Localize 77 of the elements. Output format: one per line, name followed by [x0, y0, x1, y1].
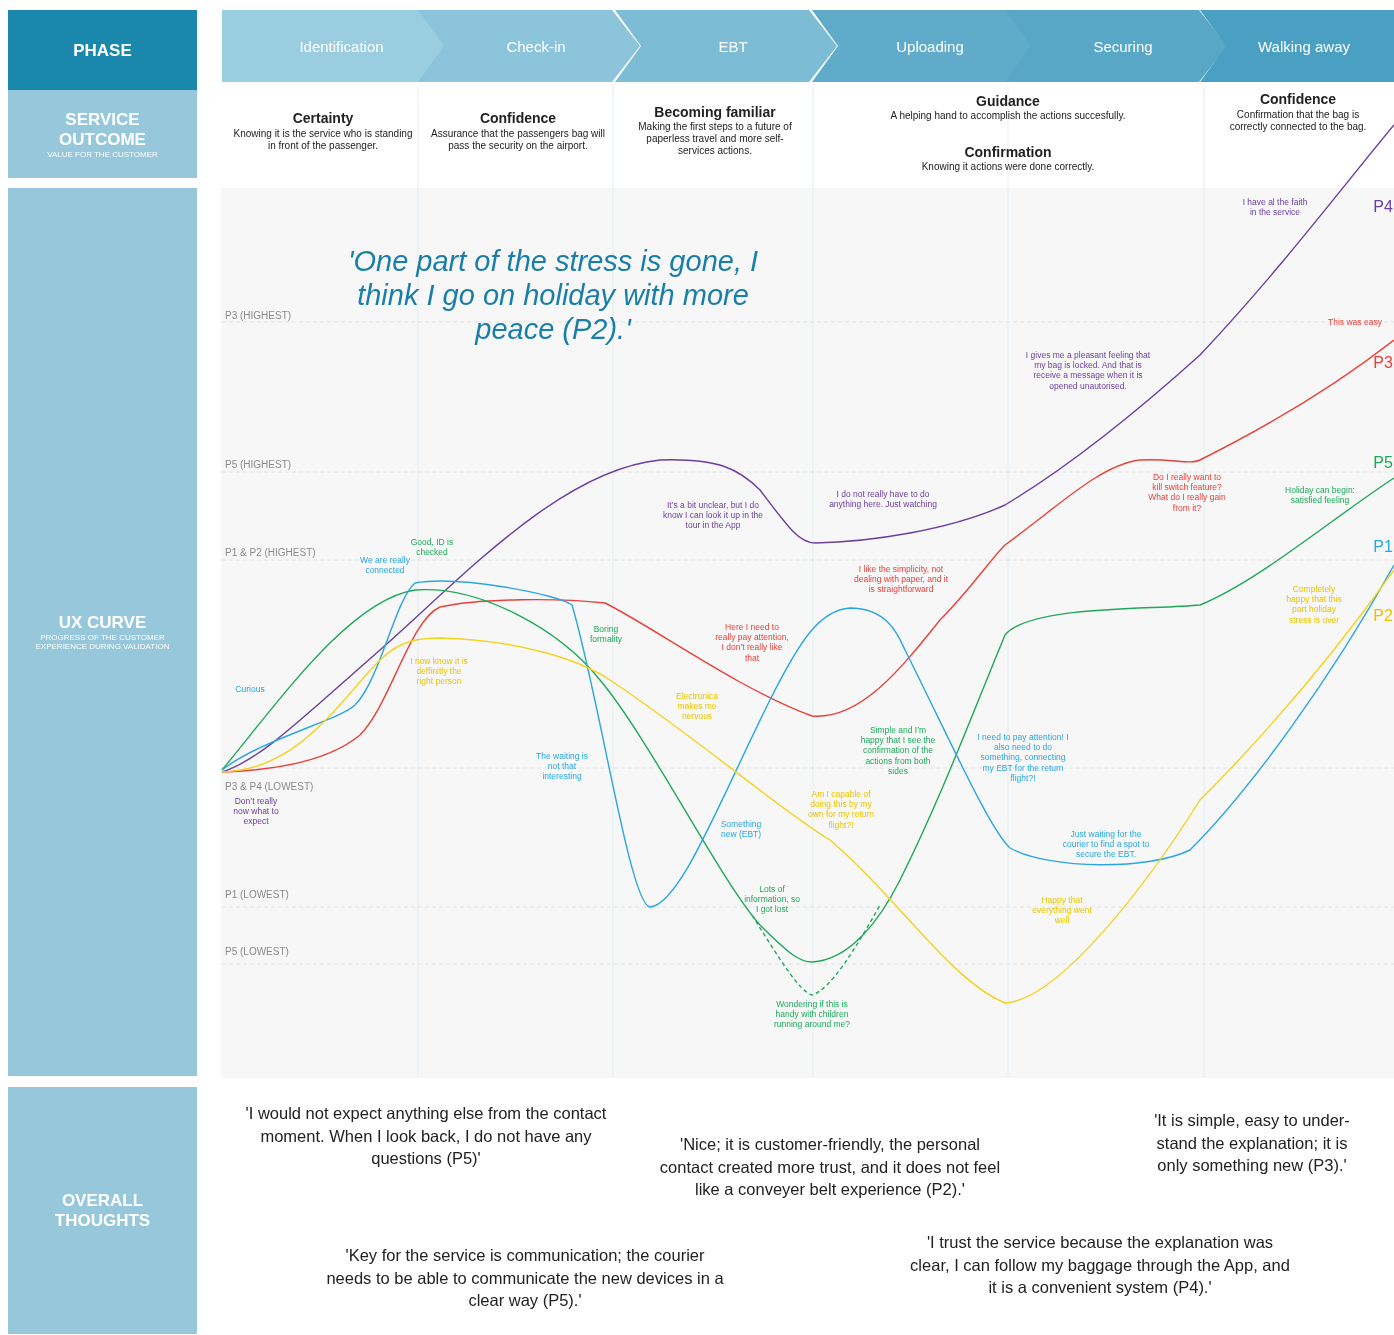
curve-annotation: Simple and I’m happy that I see the confirmation of the actions from both sides [860, 725, 936, 776]
grid-level-label: P5 (HIGHEST) [225, 459, 293, 471]
phase-label: Check-in [505, 37, 566, 55]
series-label: P5 [1372, 453, 1394, 473]
outcome-title: Becoming familiar [653, 104, 777, 121]
header-label: UX CURVE [58, 613, 147, 633]
phase-band [222, 10, 447, 82]
quote-text: 'I trust the service because the explanation was clear, I can follow my baggage through the App, and it is a convenient system (P4).' [910, 1232, 1290, 1299]
phase-band [812, 10, 1034, 82]
curve-annotation: Completely happy that this part holiday stress is over [1285, 584, 1343, 625]
outcome-title: Confidence [478, 110, 558, 127]
quote-text: 'Nice; it is customer-friendly, the personal contact created more trust, and it does not feel like a conveyer belt experience (P2).' [658, 1134, 1002, 1201]
outcome-description: Making the first steps to a future of paperless travel and more self-services actions. [637, 121, 793, 157]
curve-annotation: Don’t really now what to expect [232, 796, 280, 827]
series-label: P4 [1372, 197, 1394, 217]
grid-level-label: P3 (HIGHEST) [225, 310, 293, 322]
curve-annotation: Lots of information, so I got lost [743, 884, 801, 915]
curve-annotation: I gives me a pleasant feeling that my bag is locked. And that is receive a message when it is opened unautorised. [1025, 350, 1151, 391]
outcome-description: A helping hand to accomplish the actions succesfully. [889, 110, 1127, 122]
header-box [8, 1087, 197, 1334]
outcome-title: Certainty [291, 110, 355, 127]
quote-text: 'Key for the service is communication; the courier needs to be able to communicate the new devices in a clear way (P5).' [325, 1245, 725, 1312]
curve-annotation: Something new (EBT) [719, 819, 763, 840]
grid-level-label: P1 & P2 (HIGHEST) [225, 547, 317, 559]
phase-label: Securing [1092, 37, 1153, 55]
curve-annotation: I need to pay attention! I also need to do something, connecting my EBT for the return flight?! [976, 732, 1070, 783]
outcome-description: Knowing it is the service who is standing in front of the passenger. [233, 128, 413, 152]
header-box [8, 188, 197, 1076]
phase-band [615, 10, 837, 82]
subheader-text: PROGRESS OF THE CUSTOMER EXPERIENCE DURING VALIDATION [34, 633, 171, 651]
curve-annotation: Holiday can begin: satisfied feeling [1284, 485, 1356, 506]
phase-band [418, 10, 640, 82]
curve-annotation: Electronica makes me nervous [674, 691, 720, 722]
outcome-description: Assurance that the passengers bag will pass the security on the airport. [430, 128, 606, 152]
curve-annotation: We are really connected [359, 555, 411, 576]
grid-level-label: P3 & P4 (LOWEST) [225, 781, 315, 793]
phase-band [1005, 10, 1227, 82]
quote-text: 'I would not expect anything else from the contact moment. When I look back, I do not have any questions (P5)' [244, 1103, 608, 1170]
curve-annotation: Am I capable of doing this by my own for my return flight?! [806, 789, 876, 830]
curve-annotation: This was easy [1327, 317, 1383, 328]
outcome-description: Knowing it actions were done correctly. [920, 161, 1096, 173]
curve-annotation: I like the simplicity, not dealing with paper, and it is straightforward [852, 564, 949, 595]
curve-annotation: Just waiting for the courier to find a spot to secure the EBT. [1061, 829, 1151, 860]
curve-annotation: The waiting is not that interesting [535, 751, 589, 782]
series-label: P1 [1372, 537, 1394, 557]
curve-annotation: It’s a bit unclear, but I do know I can look it up in the tour in the App [661, 500, 765, 531]
header-label: SERVICE OUTCOME [58, 109, 147, 150]
phase-label: Identification [298, 37, 384, 55]
curve-annotation: Boring formality [588, 624, 624, 645]
outcome-description: Confirmation that the bag is correctly connected to the bag. [1228, 109, 1368, 133]
curve-annotation: I do not really have to do anything here. Just watching [828, 489, 938, 510]
curve-annotation: Wondering if this is handy with children running around me? [772, 999, 852, 1030]
curve-annotation: I have al the faith in the service [1241, 197, 1309, 218]
series-label: P3 [1372, 353, 1394, 373]
quote-text: 'It is simple, easy to under-stand the explanation; it is only something new (P3).' [1153, 1110, 1351, 1177]
header-box [8, 90, 197, 178]
phase-band [1200, 10, 1394, 82]
outcome-title: Guidance [975, 93, 1041, 110]
grid-level-label: P1 (LOWEST) [225, 889, 290, 901]
subheader-text: VALUE FOR THE CUSTOMER [47, 149, 158, 159]
phase-label: Walking away [1257, 37, 1350, 55]
curve-annotation: Here I need to really pay attention, I don’t really like that [714, 622, 790, 663]
outcome-title: Confidence [1258, 91, 1338, 108]
outcome-title: Confirmation [963, 144, 1053, 161]
series-label: P2 [1372, 606, 1394, 626]
quote-text: 'One part of the stress is gone, I think I go on holiday with more peace (P2).' [346, 245, 760, 347]
curve-annotation: Happy that everything went well [1031, 895, 1093, 926]
header-box [8, 10, 197, 92]
curve-annotation: Do I really want to kill switch feature? What do I really gain from it? [1147, 472, 1227, 513]
grid-level-label: P5 (LOWEST) [225, 946, 290, 958]
phase-label: EBT [717, 37, 748, 55]
header-label: OVERALL THOUGHTS [53, 1190, 152, 1231]
header-label: PHASE [73, 41, 132, 61]
curve-annotation: Curious [234, 684, 266, 695]
phase-label: Uploading [895, 37, 964, 55]
curve-annotation: Good, ID is checked [410, 537, 455, 558]
curve-annotation: I now know it is deffinitly the right person [409, 656, 469, 687]
